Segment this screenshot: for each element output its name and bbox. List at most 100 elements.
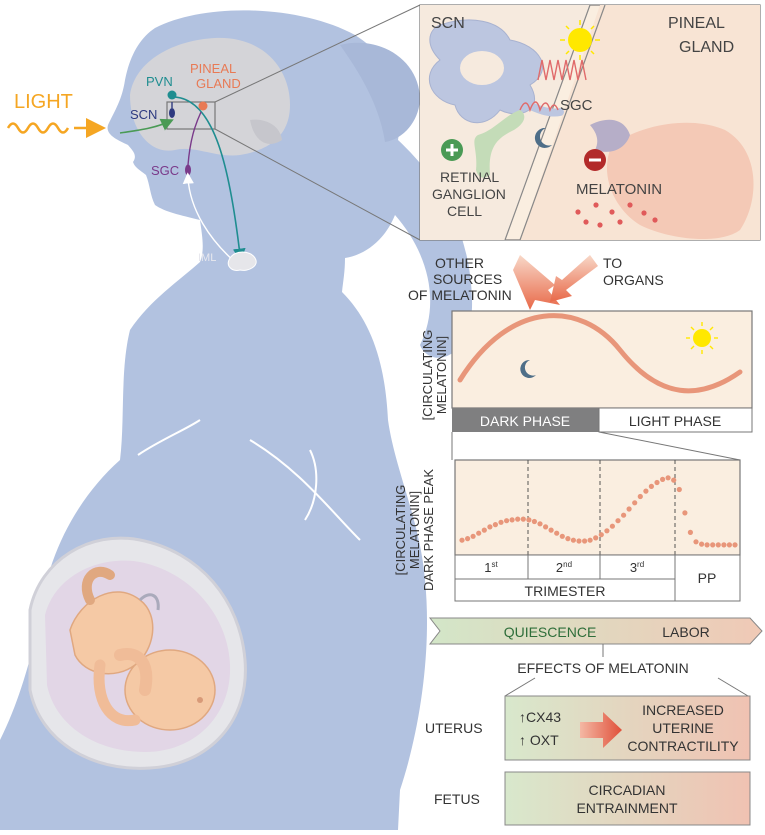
- chart-point: [587, 537, 593, 543]
- chart-point: [531, 518, 538, 525]
- chart-point: [682, 510, 688, 516]
- chart-point: [481, 527, 487, 533]
- circadian-moon-icon: [520, 359, 536, 378]
- retinal-label-2: GANGLION: [432, 186, 506, 202]
- scn-label: SCN: [130, 107, 157, 122]
- trimester-1-label: 1st: [484, 560, 498, 575]
- spike-train-night: [519, 101, 559, 113]
- uterus-illustration: [28, 536, 247, 770]
- to-organs-2: ORGANS: [603, 272, 664, 288]
- zoom-panel: SCN PINEAL GLAND SGC RETINAL GANGLION CE…: [419, 4, 761, 241]
- trimester-3-label: 3rd: [630, 560, 644, 575]
- dark-phase-label: DARK PHASE: [480, 413, 570, 429]
- dark-phase-bar: [452, 408, 599, 432]
- chart-point: [520, 516, 526, 522]
- fetus-label: FETUS: [434, 791, 480, 807]
- fetus-box: [504, 771, 751, 826]
- chart-point: [504, 518, 510, 524]
- labor-label: LABOR: [662, 624, 709, 640]
- trimester-2-label: 2nd: [556, 560, 572, 575]
- light-wave: [6, 122, 70, 134]
- chart-point: [609, 523, 616, 529]
- effects-section: UTERUS ↑CX43 ↑ OXT INCREASED UTERINE CON…: [425, 695, 751, 826]
- chart-point: [710, 542, 716, 548]
- chart-point: [648, 483, 655, 489]
- light-label: LIGHT: [14, 91, 73, 113]
- chart-point: [721, 542, 727, 548]
- chart-point: [470, 533, 476, 539]
- chart-point: [559, 533, 565, 539]
- zoom-pineal-label-2: GLAND: [679, 39, 734, 56]
- fetus-effect-2: ENTRAINMENT: [576, 800, 678, 816]
- neural-pathway: LIGHT PVN PINEAL GLAND SCN SGC IML: [6, 4, 421, 271]
- spike-train-day: [537, 59, 587, 81]
- circadian-curve: [457, 313, 743, 394]
- zoom-scn-label: SCN: [431, 15, 465, 32]
- chart-point: [476, 530, 482, 536]
- pp-label: PP: [698, 570, 717, 586]
- sgc-label: SGC: [151, 163, 179, 178]
- circadian-ylabel-2: MELATONIN]: [434, 336, 449, 414]
- pvn-node: [167, 90, 177, 100]
- circadian-sun-icon: [686, 322, 718, 354]
- scn-node: [169, 108, 175, 118]
- chart-point: [660, 476, 666, 482]
- pregnancy-chart: 1st 2nd 3rd TRIMESTER PP [CIRCULATING ME…: [393, 459, 741, 602]
- chart-point: [699, 541, 705, 547]
- pregnancy-ylabel-3: DARK PHASE PEAK: [421, 469, 436, 591]
- chart-point: [537, 521, 543, 527]
- to-organs-1: TO: [603, 255, 622, 271]
- chart-point: [515, 516, 521, 522]
- chart-point: [582, 538, 588, 544]
- uterus-label: UTERUS: [425, 720, 483, 736]
- chart-point: [726, 542, 733, 548]
- light-phase-bar: [598, 407, 753, 433]
- chart-point: [693, 539, 699, 545]
- retinal-label-3: CELL: [447, 203, 482, 219]
- oxt-label: ↑ OXT: [519, 732, 559, 748]
- chart-point: [465, 536, 471, 542]
- chart-point: [654, 479, 660, 486]
- chart-point: [732, 542, 738, 548]
- uterus-effect-arrow: [580, 712, 622, 748]
- chart-point: [626, 506, 632, 512]
- other-sources-1: OTHER: [435, 255, 484, 271]
- chart-point: [548, 527, 554, 533]
- chart-point: [565, 536, 571, 542]
- quiescence-labor-band: QUIESCENCE LABOR EFFECTS OF MELATONIN: [428, 617, 763, 697]
- retinal-label-1: RETINAL: [440, 169, 499, 185]
- cx43-label: ↑CX43: [519, 709, 561, 725]
- chart-point: [637, 493, 643, 500]
- pregnancy-ylabel-2: MELATONIN]: [407, 491, 422, 569]
- pineal-label-2: GLAND: [196, 76, 241, 91]
- effects-title: EFFECTS OF MELATONIN: [517, 660, 688, 676]
- uterus-effect-3: CONTRACTILITY: [627, 738, 739, 754]
- moon-icon: [534, 127, 552, 148]
- chart-point: [593, 535, 599, 541]
- chart-point: [498, 519, 504, 525]
- chart-point: [687, 529, 694, 536]
- chart-point: [526, 517, 532, 523]
- chart-point: [509, 517, 515, 523]
- chart-point: [598, 532, 604, 538]
- chart-point: [615, 518, 621, 524]
- chart-points: [459, 475, 738, 548]
- chart-point: [704, 542, 710, 548]
- chart-point: [570, 537, 577, 543]
- fetus-effect-1: CIRCADIAN: [588, 782, 665, 798]
- quiescence-label: QUIESCENCE: [504, 624, 597, 640]
- sun-icon: [560, 20, 600, 60]
- fetus-illustration: [69, 566, 216, 731]
- pregnancy-ylabel-1: [CIRCULATING: [393, 485, 408, 576]
- iml-label: IML: [198, 252, 216, 264]
- chart-point: [665, 475, 671, 481]
- uterus-box: [504, 695, 751, 761]
- chart-point: [632, 500, 638, 506]
- zoom-pineal-label-1: PINEAL: [668, 15, 725, 32]
- chart-point: [459, 537, 465, 543]
- circadian-panel: DARK PHASE LIGHT PHASE [CIRCULATING MELA…: [420, 310, 753, 461]
- sgc-node: [185, 164, 191, 176]
- chart-point: [487, 524, 493, 530]
- melatonin-dots: [575, 202, 658, 228]
